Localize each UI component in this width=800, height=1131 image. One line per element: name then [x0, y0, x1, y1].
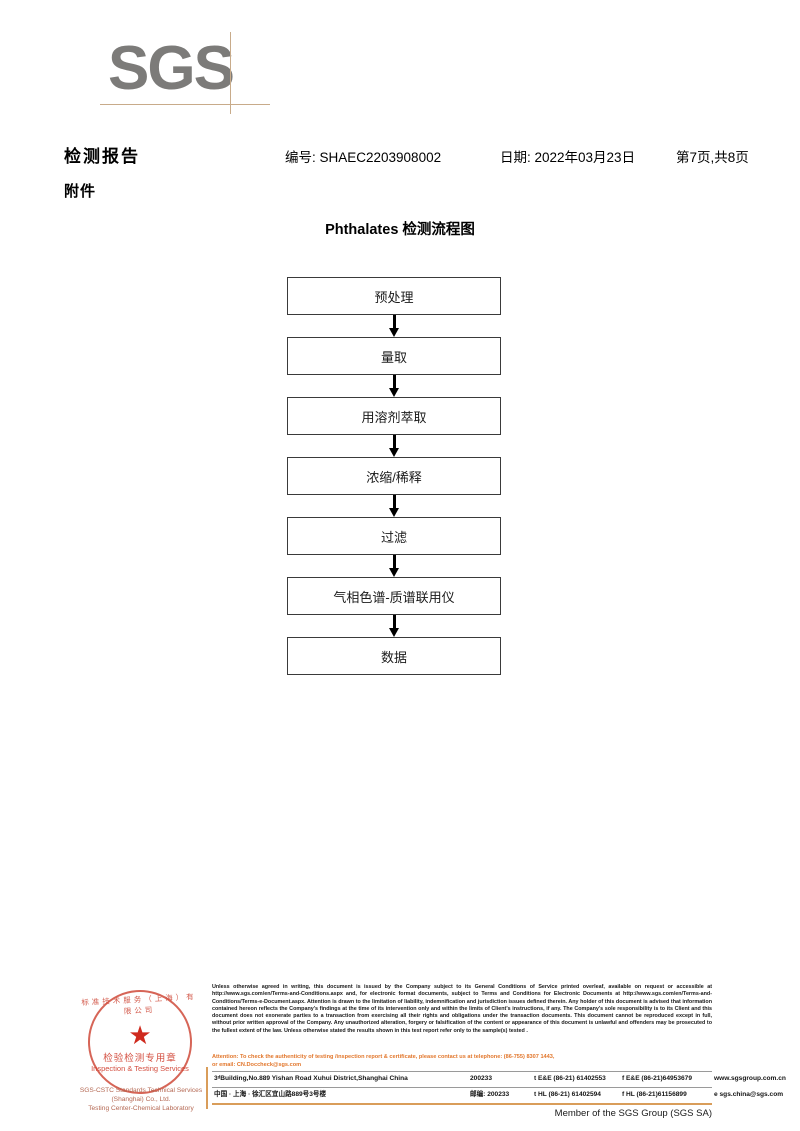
flow-node-solvent-extraction: 用溶剂萃取	[287, 397, 501, 435]
arrow-head	[388, 508, 399, 517]
email-link[interactable]: e sgs.china@sgs.com	[714, 1091, 784, 1098]
seal-en-text: Inspection & Testing Services	[91, 1064, 189, 1073]
address-row-en: 3ᵈBuilding,No.889 Yishan Road Xuhui Dist…	[214, 1071, 786, 1087]
inspection-seal-stamp: 标准技术服务（上海）有限公司 ★ 检验检测专用章 Inspection & Te…	[80, 986, 202, 1112]
page-footer: 标准技术服务（上海）有限公司 ★ 检验检测专用章 Inspection & Te…	[0, 980, 800, 1131]
page-title: 检测报告	[64, 147, 140, 166]
address-cn: 中国 · 上海 · 徐汇区宜山路889号3号楼	[214, 1091, 327, 1098]
flow-arrow-6	[287, 615, 501, 637]
zip-cn: 邮编: 200233	[470, 1091, 510, 1098]
tel-en: t E&E (86-21) 61402553	[534, 1075, 606, 1082]
star-icon: ★	[128, 1020, 152, 1050]
fax-en: f E&E (86-21)64953679	[622, 1075, 693, 1082]
flowchart: 预处理 量取 用溶剂萃取 浓缩/稀释 过滤 气相色谱-质谱联用仪 数据	[287, 277, 503, 675]
website-link[interactable]: www.sgsgroup.com.cn	[714, 1075, 786, 1082]
sgs-logo-text: SGS	[108, 34, 235, 103]
attention-notice: Attention: To check the authenticity of …	[212, 1054, 712, 1069]
attention-line-1: Attention: To check the authenticity of …	[212, 1054, 555, 1060]
address-row-cn: 中国 · 上海 · 徐汇区宜山路889号3号楼 邮编: 200233 t HL …	[214, 1087, 783, 1103]
flow-arrow-2	[287, 375, 501, 397]
address-rule-bottom	[212, 1103, 712, 1105]
arrow-shaft	[392, 375, 396, 390]
seal-company-line1: SGS-CSTC Standards Technical Services (S…	[79, 1087, 203, 1103]
tel-cn: t HL (86-21) 61402594	[534, 1091, 601, 1098]
address-accent-bar	[206, 1067, 208, 1109]
arrow-shaft	[392, 315, 396, 330]
arrow-shaft	[392, 555, 396, 570]
page-indicator: 第7页,共8页	[676, 150, 749, 165]
arrow-shaft	[392, 435, 396, 450]
sgs-group-member-note: Member of the SGS Group (SGS SA)	[554, 1108, 712, 1119]
logo-vertical-rule	[230, 32, 231, 114]
address-en: 3ᵈBuilding,No.889 Yishan Road Xuhui Dist…	[214, 1075, 408, 1082]
arrow-head	[388, 328, 399, 337]
report-date: 日期: 2022年03月23日	[500, 150, 636, 165]
flow-node-concentration-dilution: 浓缩/稀释	[287, 457, 501, 495]
contact-address-block: 3ᵈBuilding,No.889 Yishan Road Xuhui Dist…	[206, 1067, 786, 1109]
flow-node-measure: 量取	[287, 337, 501, 375]
zip-en: 200233	[470, 1075, 493, 1082]
attention-line-2: or email: CN.Doccheck@sgs.com	[212, 1061, 302, 1068]
report-number: 编号: SHAEC2203908002	[285, 150, 442, 165]
flow-arrow-4	[287, 495, 501, 517]
flow-node-gcms: 气相色谱-质谱联用仪	[287, 577, 501, 615]
arrow-head	[388, 388, 399, 397]
legal-disclaimer: Unless otherwise agreed in writing, this…	[212, 984, 712, 1035]
seal-cn-text: 检验检测专用章	[103, 1053, 177, 1064]
attachment-label: 附件	[64, 183, 97, 200]
flow-arrow-3	[287, 435, 501, 457]
logo-horizontal-rule	[100, 104, 270, 105]
arrow-head	[388, 448, 399, 457]
flow-node-filtration: 过滤	[287, 517, 501, 555]
arrow-shaft	[392, 495, 396, 510]
flow-arrow-5	[287, 555, 501, 577]
flow-arrow-1	[287, 315, 501, 337]
flow-node-data: 数据	[287, 637, 501, 675]
address-rule-top	[212, 1071, 712, 1072]
sgs-logo: SGS	[100, 32, 270, 114]
fax-cn: f HL (86-21)61156899	[622, 1091, 687, 1098]
flow-node-pretreatment: 预处理	[287, 277, 501, 315]
arrow-shaft	[392, 615, 396, 630]
seal-company-text: SGS-CSTC Standards Technical Services (S…	[66, 1086, 216, 1113]
report-header: 检测报告 编号: SHAEC2203908002 日期: 2022年03月23日…	[64, 142, 754, 168]
flowchart-title: Phthalates 检测流程图	[325, 222, 475, 238]
arrow-head	[388, 568, 399, 577]
legal-paragraph: Unless otherwise agreed in writing, this…	[212, 984, 712, 1034]
address-rule-middle	[212, 1087, 712, 1088]
arrow-head	[388, 628, 399, 637]
seal-company-line2: Testing Center-Chemical Laboratory	[88, 1105, 194, 1112]
